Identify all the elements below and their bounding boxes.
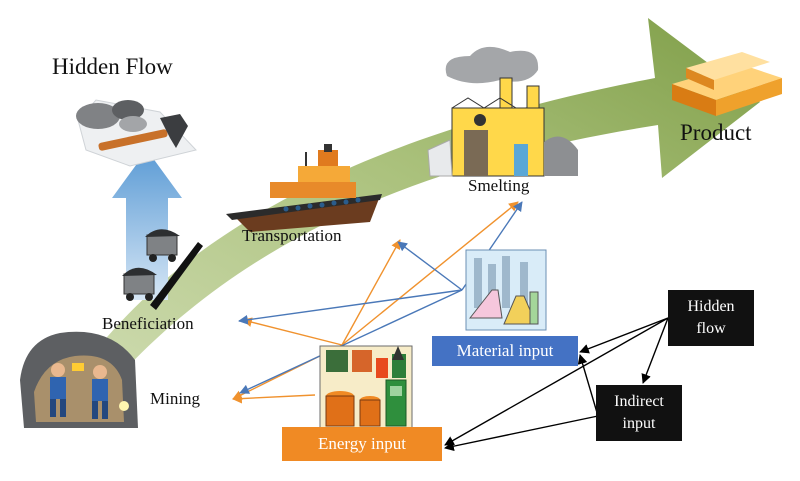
transportation-label: Transportation xyxy=(242,226,342,245)
energy-input-box: Energy input xyxy=(282,427,442,461)
indirect-input-box: Indirect input xyxy=(596,385,682,441)
hidden-flow-box-line2: flow xyxy=(696,320,726,337)
smelting-label: Smelting xyxy=(468,176,530,195)
hidden-flow-arrow xyxy=(112,150,182,300)
gold-bars-icon xyxy=(672,52,782,116)
factory-icon xyxy=(427,46,578,177)
rocks-hammer-icon xyxy=(76,99,197,167)
indirect-input-box-line2: input xyxy=(622,415,656,432)
main-process-arrow xyxy=(82,18,760,386)
material-input-label: Material input xyxy=(456,341,554,360)
oil-refinery-icon xyxy=(319,345,413,431)
material-input-box: Material input xyxy=(432,336,578,366)
ore-carts-icon xyxy=(122,229,203,310)
product-label: Product xyxy=(680,120,752,145)
laboratory-icon xyxy=(465,249,547,331)
beneficiation-label: Beneficiation xyxy=(102,314,194,333)
hidden-flow-box-line1: Hidden xyxy=(687,298,735,315)
mining-workers-icon xyxy=(20,331,138,428)
hidden-flow-box: Hidden flow xyxy=(668,290,754,346)
energy-input-label: Energy input xyxy=(318,434,406,453)
hidden-flow-title: Hidden Flow xyxy=(52,54,173,79)
ship-icon xyxy=(226,144,382,232)
hidden-flow-lines xyxy=(444,317,669,451)
indirect-input-box-line1: Indirect xyxy=(614,393,664,410)
mining-label: Mining xyxy=(150,389,201,408)
